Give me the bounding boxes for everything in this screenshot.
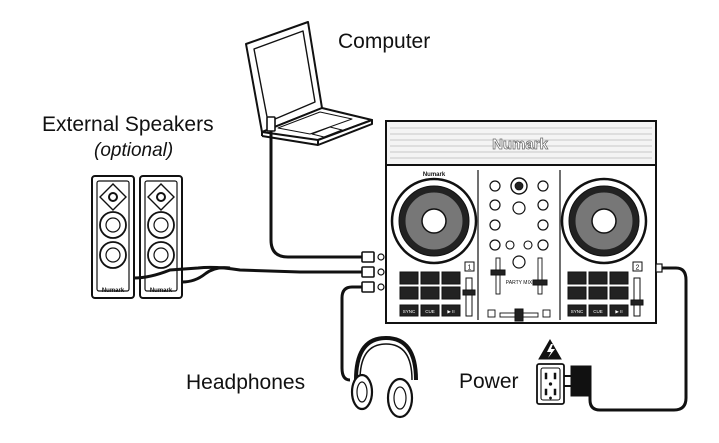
speaker-right-brand: Numark (150, 288, 173, 294)
power-label: Power (459, 370, 519, 393)
speaker-cable (133, 265, 375, 284)
speaker-left-brand: Numark (102, 288, 125, 294)
usb-cable (266, 116, 375, 263)
dj-controller (377, 120, 663, 324)
optional-label: (optional) (94, 140, 174, 161)
controller-brand: Numark (492, 136, 549, 153)
cue-button-left[interactable]: CUE (425, 309, 435, 314)
computer-label: Computer (338, 30, 431, 53)
power-cable (588, 266, 688, 412)
external-speakers-label: External Speakers (42, 113, 214, 136)
headphone-cable (340, 281, 375, 382)
deck-2-number: 2 (636, 265, 640, 272)
speaker-right (139, 175, 183, 299)
wall-outlet-icon (536, 363, 565, 405)
electric-warning-icon (538, 339, 562, 360)
speaker-left (91, 175, 135, 299)
controller-brand-small: Numark (423, 172, 446, 178)
sync-button-right[interactable]: SYNC (571, 309, 584, 314)
cue-button-right[interactable]: CUE (593, 309, 603, 314)
power-adapter-icon (564, 365, 592, 397)
headphones-icon (350, 335, 418, 419)
deck-1-number: 1 (468, 265, 472, 272)
mixer-label: PARTY MIX (506, 280, 533, 286)
headphones-label: Headphones (186, 371, 306, 394)
laptop-icon (245, 21, 373, 146)
sync-button-left[interactable]: SYNC (403, 309, 416, 314)
play-button-right[interactable]: ▶ II (615, 309, 622, 314)
play-button-left[interactable]: ▶ II (447, 309, 454, 314)
